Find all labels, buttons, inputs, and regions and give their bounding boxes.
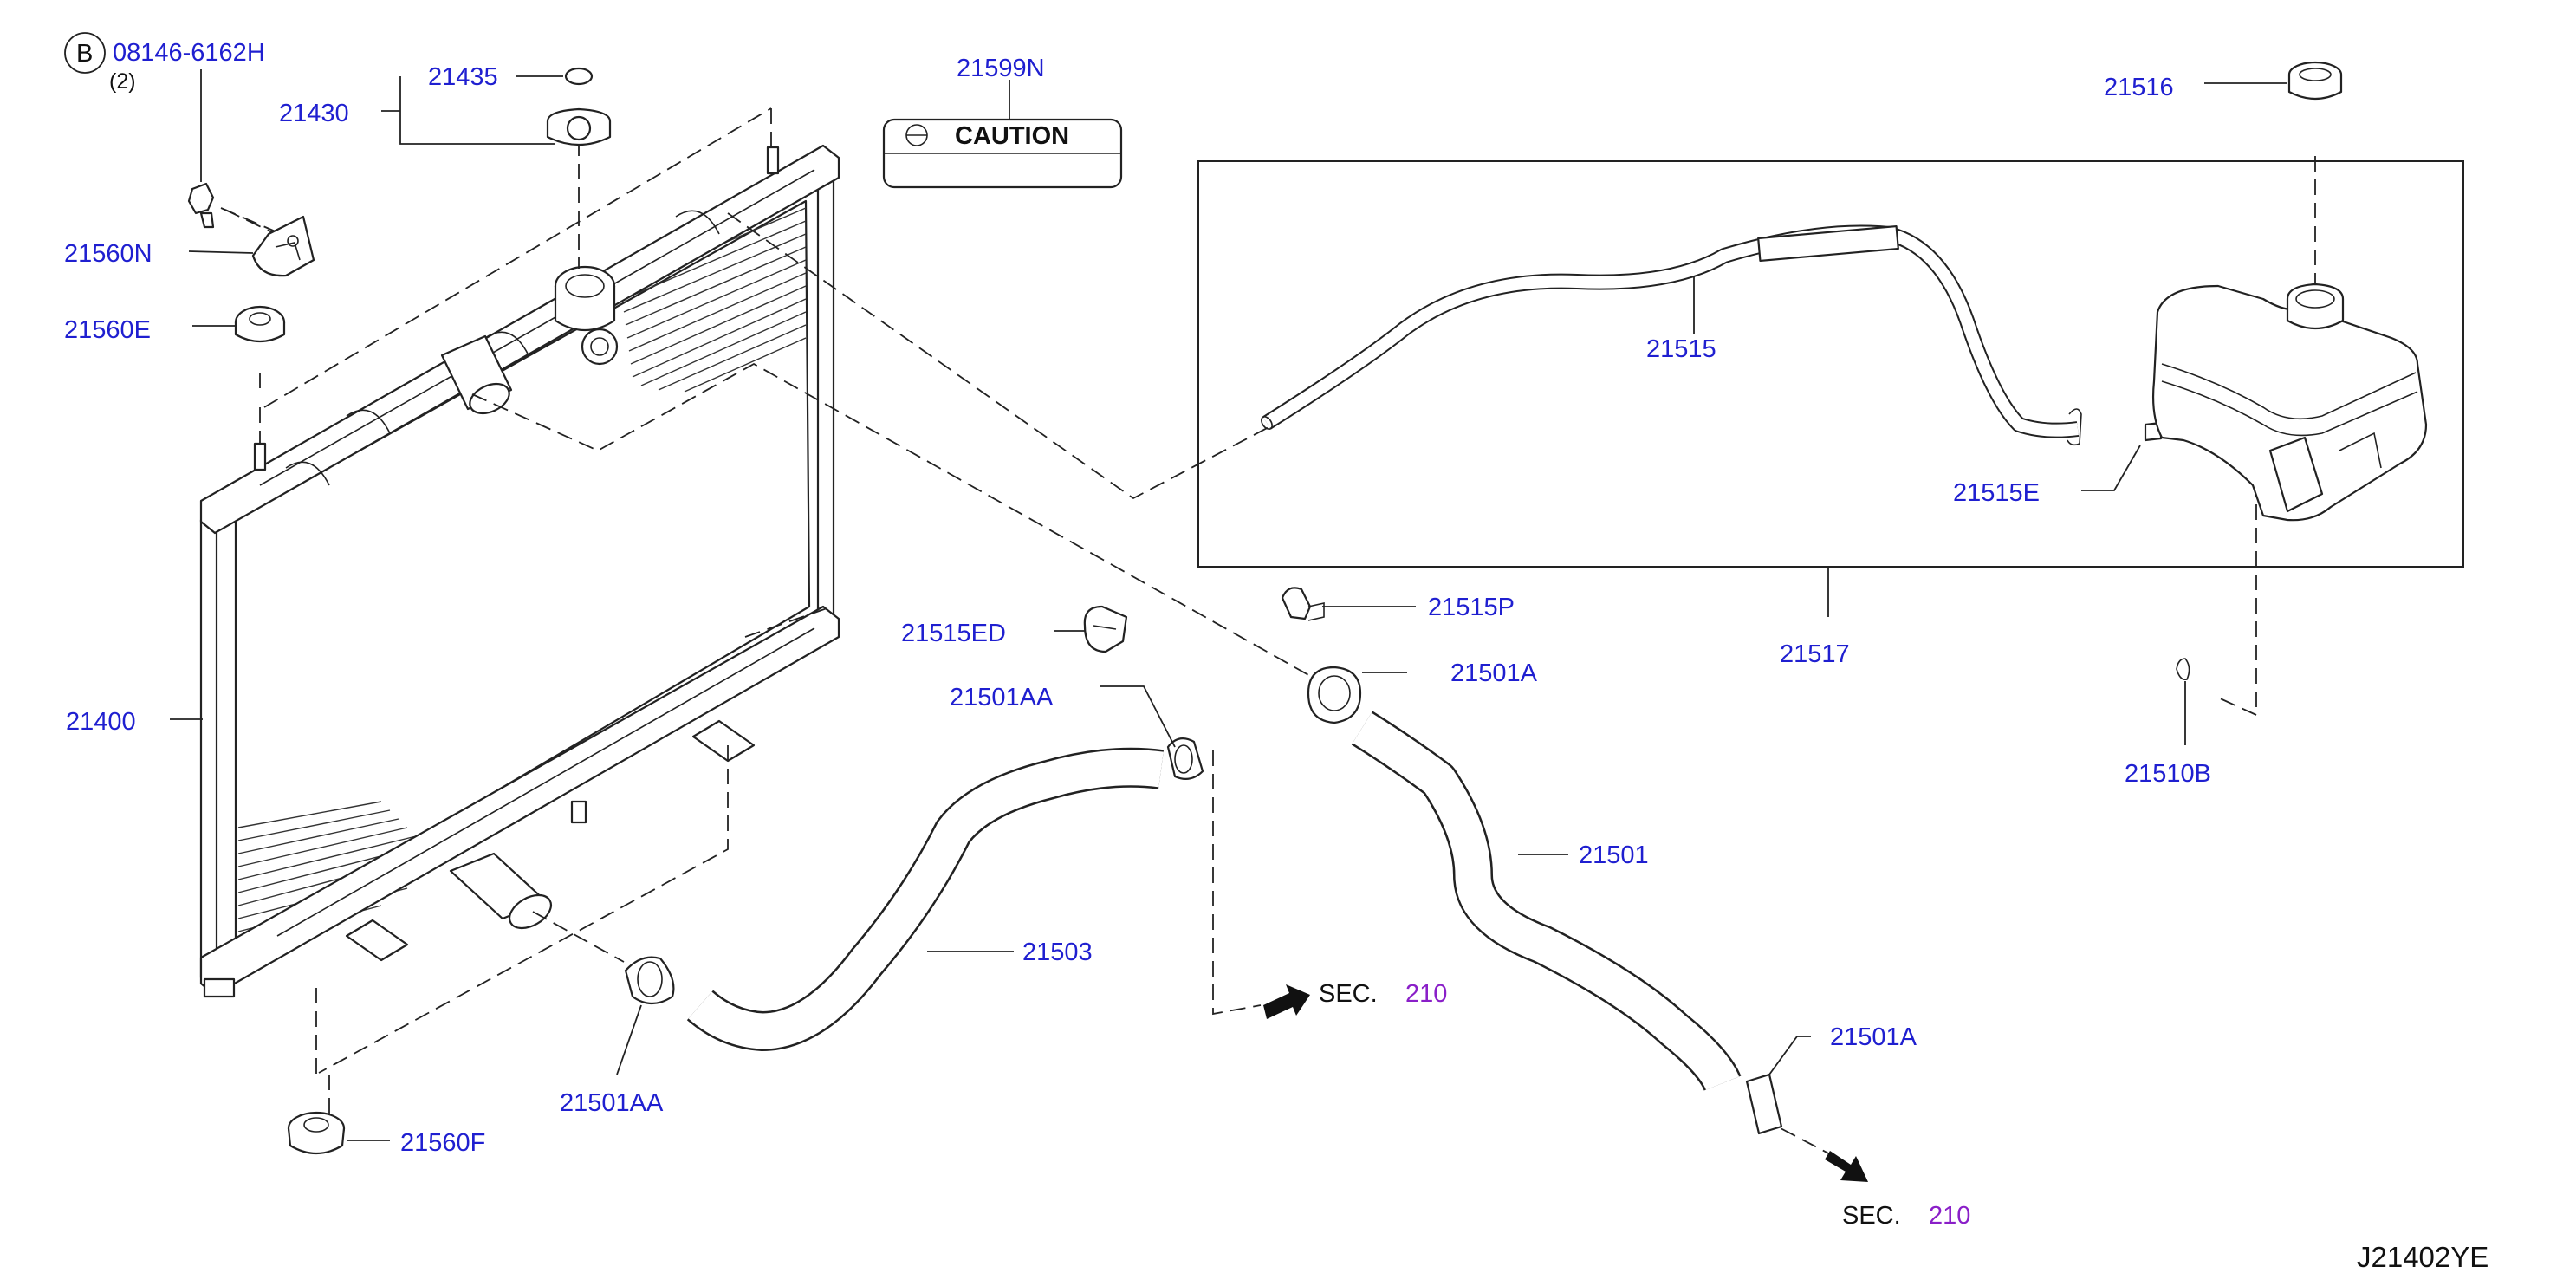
section-ref-link-lower[interactable]: 210 <box>1929 1202 1970 1230</box>
part-label-21501A-upper[interactable]: 21501A <box>1450 659 1538 687</box>
part-label-21503[interactable]: 21503 <box>1022 939 1093 966</box>
reservoir-bolt-drawing[interactable] <box>2176 658 2190 681</box>
part-label-21501AA-upper[interactable]: 21501AA <box>950 684 1054 711</box>
part-label-21435[interactable]: 21435 <box>428 63 498 91</box>
part-label-21515ED[interactable]: 21515ED <box>901 620 1006 647</box>
part-label-21501AA-lower[interactable]: 21501AA <box>560 1089 664 1117</box>
caution-label-drawing[interactable]: CAUTION <box>882 118 1123 189</box>
part-qty-bolt: (2) <box>109 69 136 94</box>
assembly-lines <box>220 107 2316 1159</box>
section-arrow-upper <box>1263 984 1310 1019</box>
section-ref-prefix-upper: SEC. <box>1319 980 1378 1008</box>
part-label-21400[interactable]: 21400 <box>66 708 136 736</box>
hose-clip-drawing[interactable] <box>2067 408 2163 446</box>
part-label-21510B[interactable]: 21510B <box>2125 760 2211 788</box>
hose-clamp-upper-right-drawing[interactable] <box>1307 666 1362 724</box>
svg-text:B: B <box>76 40 93 68</box>
part-label-21560N[interactable]: 21560N <box>64 240 152 268</box>
part-label-21430[interactable]: 21430 <box>279 100 349 127</box>
section-ref-prefix-lower: SEC. <box>1842 1202 1901 1230</box>
leader-lines <box>170 75 2287 1141</box>
section-ref-link-upper[interactable]: 210 <box>1405 980 1447 1008</box>
part-label-21599N[interactable]: 21599N <box>957 55 1045 82</box>
hose-clamp-lower-right-drawing[interactable] <box>1745 1073 1783 1135</box>
reservoir-group-box <box>1197 160 2464 568</box>
part-label-21515P[interactable]: 21515P <box>1428 594 1515 621</box>
part-label-21560E[interactable]: 21560E <box>64 316 151 344</box>
radiator-drawing[interactable] <box>199 144 840 998</box>
part-label-21515E[interactable]: 21515E <box>1953 479 2040 507</box>
part-label-21501[interactable]: 21501 <box>1579 841 1649 869</box>
part-label-21501A-lower[interactable]: 21501A <box>1830 1023 1917 1051</box>
part-label-21517[interactable]: 21517 <box>1780 640 1850 668</box>
part-label-21516[interactable]: 21516 <box>2104 74 2174 101</box>
radiator-cap-drawing[interactable] <box>546 107 612 146</box>
caution-text: CAUTION <box>955 122 1069 150</box>
diagram-reference-code: J21402YE <box>2357 1241 2488 1273</box>
part-label-21515[interactable]: 21515 <box>1646 335 1716 363</box>
mount-lower-drawing[interactable] <box>287 1111 346 1154</box>
reservoir-tank-drawing[interactable] <box>2151 283 2428 522</box>
cap-seal-drawing[interactable] <box>564 67 594 86</box>
reservoir-cap-drawing[interactable] <box>2287 61 2343 101</box>
mount-upper-drawing[interactable] <box>234 305 286 343</box>
bolt-symbol: B <box>64 32 106 74</box>
clamp-p-drawing[interactable] <box>1281 587 1325 621</box>
part-label-08146-6162H[interactable]: 08146-6162H <box>113 39 265 67</box>
reservoir-hose-drawing[interactable] <box>1259 224 2080 438</box>
bracket-upper-drawing[interactable] <box>251 215 315 277</box>
hose-clamp-upper-left-drawing[interactable] <box>1166 737 1204 781</box>
part-label-21560F[interactable]: 21560F <box>400 1129 485 1157</box>
bolt-drawing[interactable] <box>187 182 215 229</box>
upper-hose-drawing[interactable] <box>1351 711 1742 1092</box>
section-arrow-lower <box>1825 1151 1868 1182</box>
clip-ed-drawing[interactable] <box>1083 605 1128 653</box>
hose-clamp-lower-left-drawing[interactable] <box>624 956 675 1005</box>
lower-hose-drawing[interactable] <box>686 747 1165 1051</box>
